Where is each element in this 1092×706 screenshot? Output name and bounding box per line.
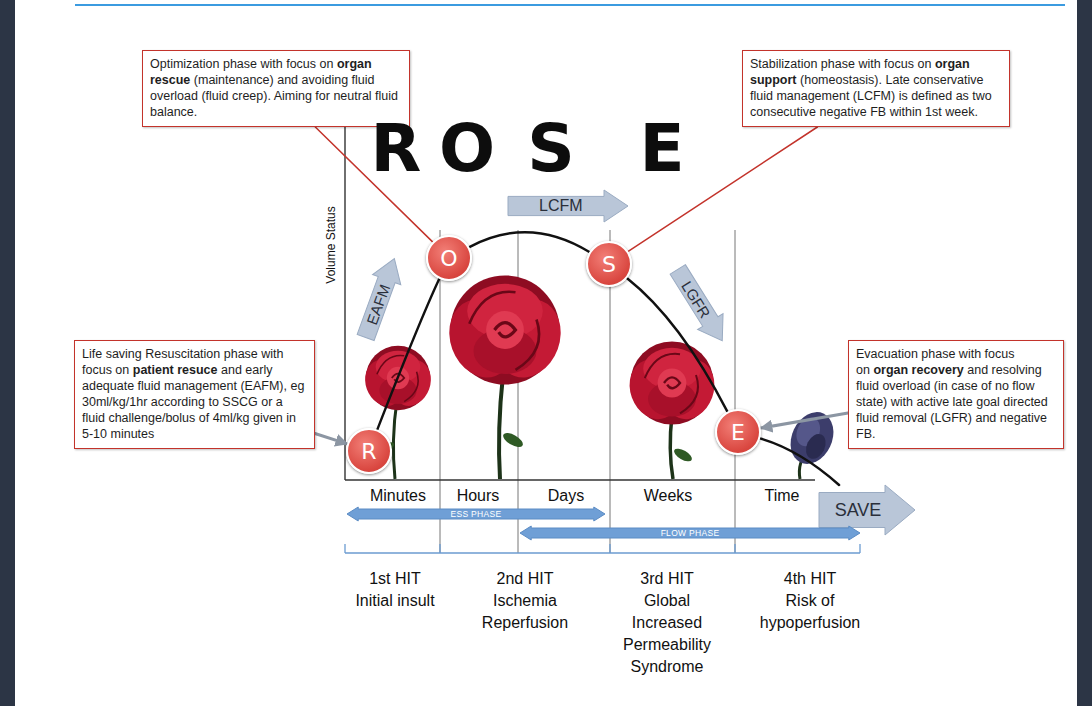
y-axis [344, 110, 345, 480]
volume-curve [469, 232, 589, 252]
rose-leaf [501, 430, 525, 450]
rose-petal [658, 369, 687, 398]
wilted-petal [802, 431, 829, 462]
hit-label: 2nd HIT [497, 568, 554, 590]
callout-emphasis: patient resuce [133, 363, 218, 377]
time-label: Hours [457, 485, 500, 507]
volume-curve [627, 278, 727, 411]
phase-arrow: EAFM [352, 253, 409, 342]
rose-swirl [680, 375, 698, 413]
phase-circle: S [586, 241, 632, 287]
circle-letter: E [731, 420, 745, 445]
rose-head [621, 341, 722, 426]
time-label: Days [548, 485, 584, 507]
pointer-arrow [761, 413, 848, 428]
rose-swirl [645, 354, 680, 378]
callout-text: Stabilization phase with focus on [750, 57, 931, 71]
time-axis [345, 479, 815, 480]
phase-band: ESS PHASE [347, 507, 605, 521]
hit-label: 4th HIT [784, 568, 836, 590]
callout-emphasis: organ recovery [873, 363, 963, 377]
hit-description: Global Increased Permeability Syndrome [615, 590, 719, 678]
circle-letter: R [361, 439, 376, 464]
rose-swirl [516, 320, 540, 370]
arrow-outline [520, 526, 860, 540]
arrow-text: LGFR [679, 278, 715, 321]
callout-box: Evacuation phase with focus onorgan reco… [848, 340, 1064, 449]
hit-bracket [345, 552, 860, 553]
rose-swirl [495, 323, 516, 337]
arrow-outline [347, 507, 605, 521]
rose-head [439, 275, 572, 386]
phase-divider [735, 230, 736, 553]
time-label: Weeks [644, 485, 693, 507]
callout-box: Stabilization phase with focus onorgan s… [742, 50, 1010, 127]
hit-bracket [344, 544, 345, 553]
arrow-text: FLOW PHASE [661, 528, 720, 538]
top-rule [75, 4, 1065, 6]
arrow-outline [352, 253, 409, 342]
phase-letter: E [639, 116, 684, 182]
arrow-outline [665, 261, 735, 348]
hit-description: Initial insult [355, 590, 434, 612]
rose-swirl [469, 292, 515, 324]
circle-letter: O [440, 246, 457, 271]
arrow-text: LCFM [539, 197, 583, 215]
phase-letter: R [371, 116, 422, 182]
phase-arrow: LGFR [665, 261, 735, 348]
hit-bracket [859, 544, 860, 553]
time-label: Time [765, 485, 800, 507]
phase-circle: E [715, 409, 761, 455]
time-label: Minutes [370, 485, 426, 507]
callout-box: Optimization phase with focus onorgan re… [142, 50, 410, 127]
callout-box: Life saving Resuscitation phase with foc… [74, 340, 315, 449]
arrow-text: EAFM [363, 282, 393, 327]
pointer-arrow [315, 434, 347, 444]
hit-bracket [734, 544, 735, 553]
hit-label: 1st HIT [369, 568, 421, 590]
rose-swirl [404, 372, 418, 402]
axis-label: Volume Status [324, 206, 338, 283]
circle-letter: S [602, 252, 616, 277]
phase-letter: O [439, 116, 495, 182]
side-strip [1077, 0, 1092, 706]
hit-description: Ischemia Reperfusion [473, 590, 577, 634]
arrow-text: ESS PHASE [451, 509, 502, 519]
phase-band: FLOW PHASE [520, 526, 860, 540]
arrow-outline [508, 190, 628, 222]
rose-swirl [664, 377, 680, 388]
hit-description: Risk of hypoperfusion [748, 590, 872, 634]
rose-stem [499, 375, 503, 479]
phase-letter: S [527, 116, 575, 182]
hit-label: 3rd HIT [640, 568, 693, 590]
hit-bracket [439, 544, 440, 553]
rose-stem [670, 415, 673, 479]
rose-stem [393, 400, 397, 479]
phase-arrow: LCFM [508, 190, 628, 222]
arrow-text: SAVE [835, 500, 882, 521]
side-strip [0, 0, 15, 706]
phase-circle: R [346, 428, 392, 474]
phase-circle: O [426, 235, 472, 281]
rose-petal [486, 311, 524, 349]
callout-text: Optimization phase with focus on [150, 57, 333, 71]
hit-bracket [609, 544, 610, 553]
volume-curve [760, 438, 839, 485]
rose-leaf [672, 446, 694, 464]
